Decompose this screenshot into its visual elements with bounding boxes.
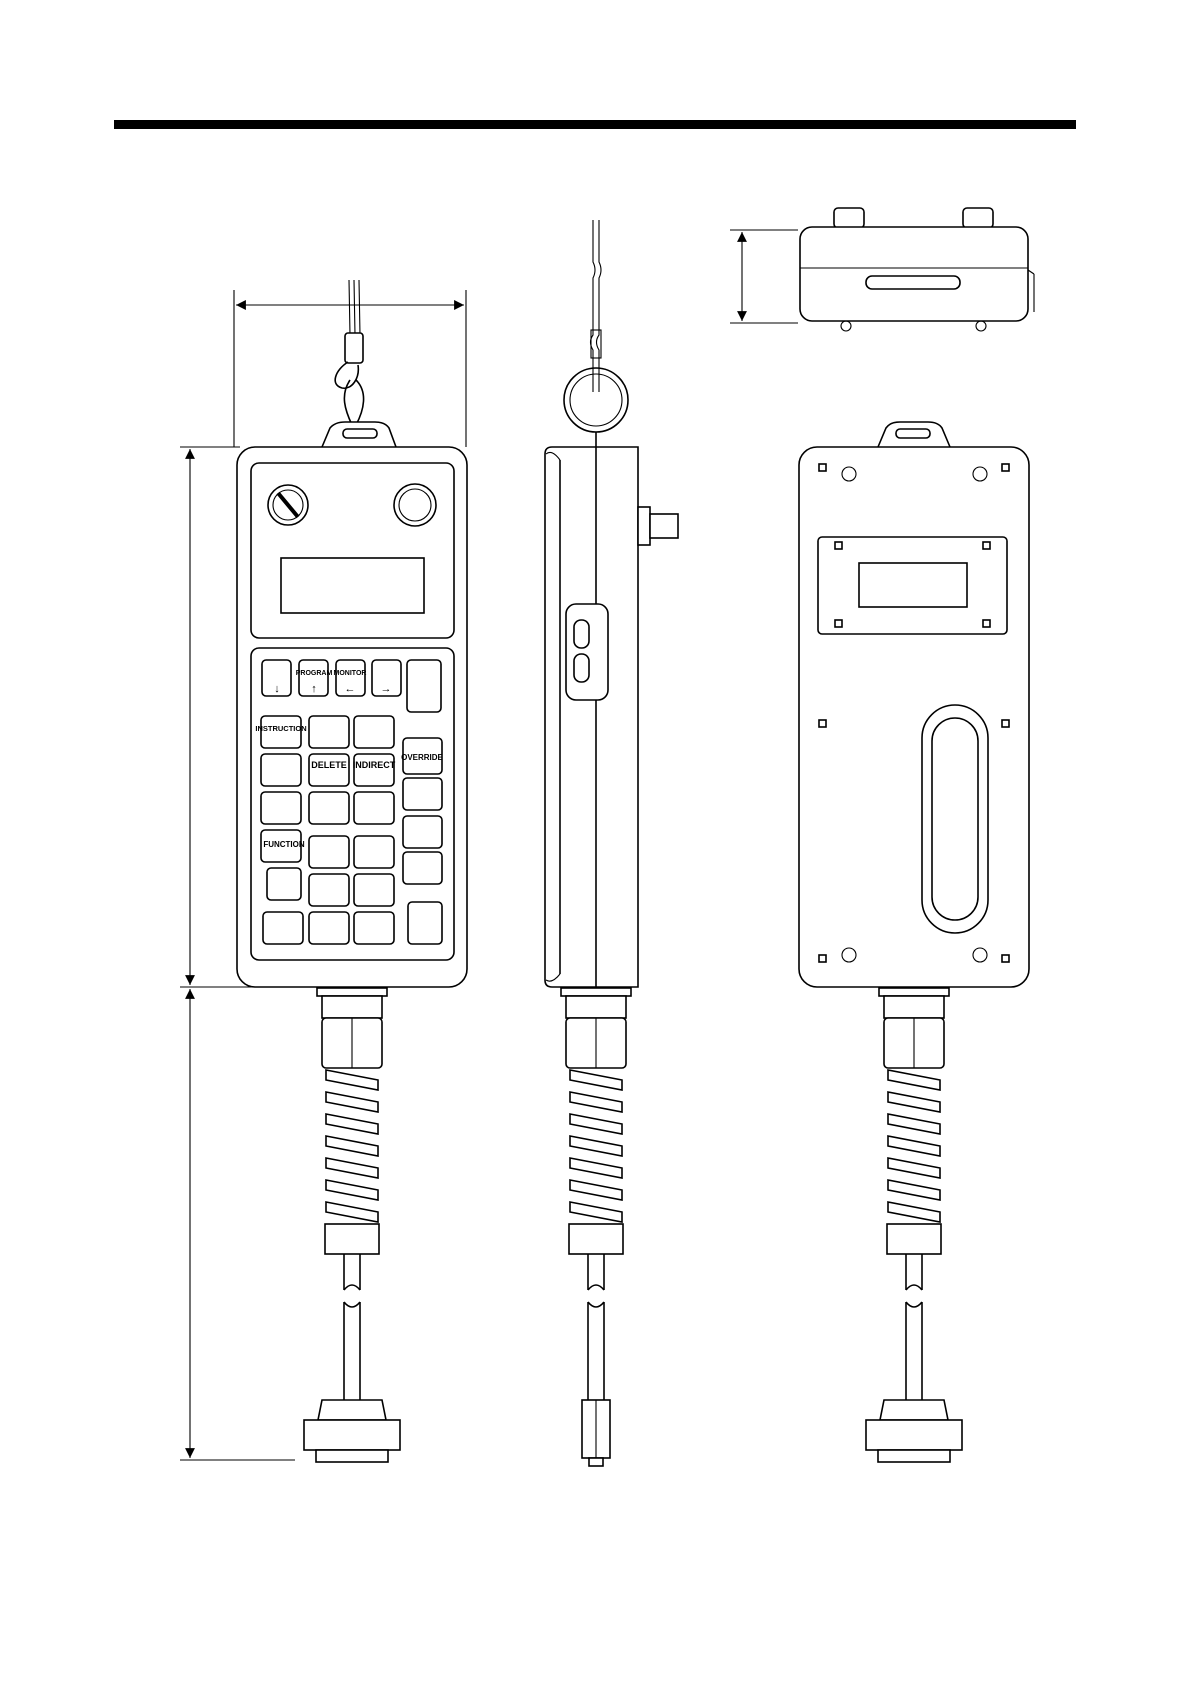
key-label-function: FUNCTION <box>263 840 305 849</box>
arrow-right-icon: → <box>381 683 392 695</box>
key-label-program: PROGRAM <box>296 670 333 677</box>
cable-assemblies <box>304 988 962 1466</box>
key-label-override: OVERRIDE <box>401 753 443 762</box>
header-rule <box>114 120 1076 129</box>
front-view: PROGRAM MONITOR ↓ ↑ ← → INSTRUCTION DELE… <box>237 280 467 987</box>
key-label-delete: DELETE <box>311 760 347 770</box>
key-label-monitor: MONITOR <box>334 670 367 677</box>
arrow-left-icon: ← <box>345 683 356 695</box>
hanging-ring <box>564 368 628 432</box>
key-label-instruction: INSTRUCTION <box>255 724 306 733</box>
key-label-indirect: INDIRECT <box>353 760 396 770</box>
top-view <box>800 208 1034 331</box>
arrow-up-icon: ↑ <box>311 683 317 695</box>
arrow-down-icon: ↓ <box>274 683 280 695</box>
side-view <box>545 220 678 987</box>
rear-view <box>799 422 1029 987</box>
